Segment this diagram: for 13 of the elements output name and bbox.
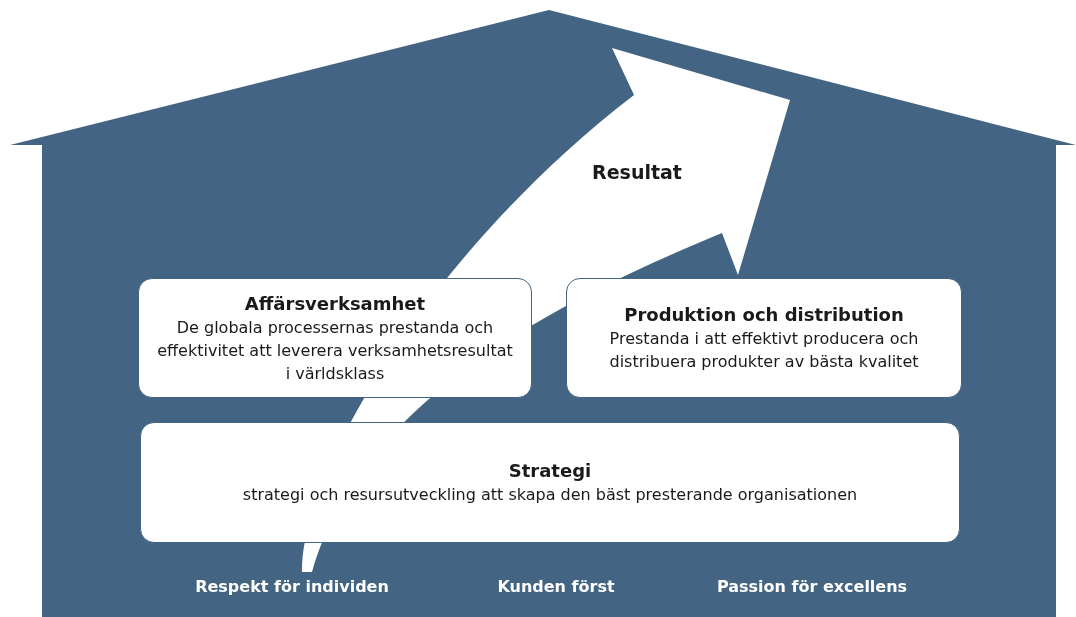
card-description: De globala processernas prestanda och effektivitet att leverera verksamhetsresultat i världsklass: [156, 316, 514, 385]
card-heading: Strategi: [507, 459, 593, 483]
value-label: Respekt för individen: [195, 577, 389, 596]
card-heading: Affärsverksamhet: [243, 291, 427, 316]
value-label: Passion för excellens: [716, 577, 908, 596]
card-description: Prestanda i att effektivt producera och distribuera produkter av bästa kvalitet: [608, 328, 920, 373]
arrow-label: Resultat: [592, 161, 682, 183]
card-heading: Produktion och distribution: [623, 303, 905, 327]
card-description: strategi och resursutveckling att skapa den bäst presterande organisationen: [241, 484, 859, 506]
content-card: [138, 278, 532, 398]
value-label: Kunden först: [497, 577, 615, 596]
content-card: [140, 422, 960, 543]
content-card: [566, 278, 962, 398]
